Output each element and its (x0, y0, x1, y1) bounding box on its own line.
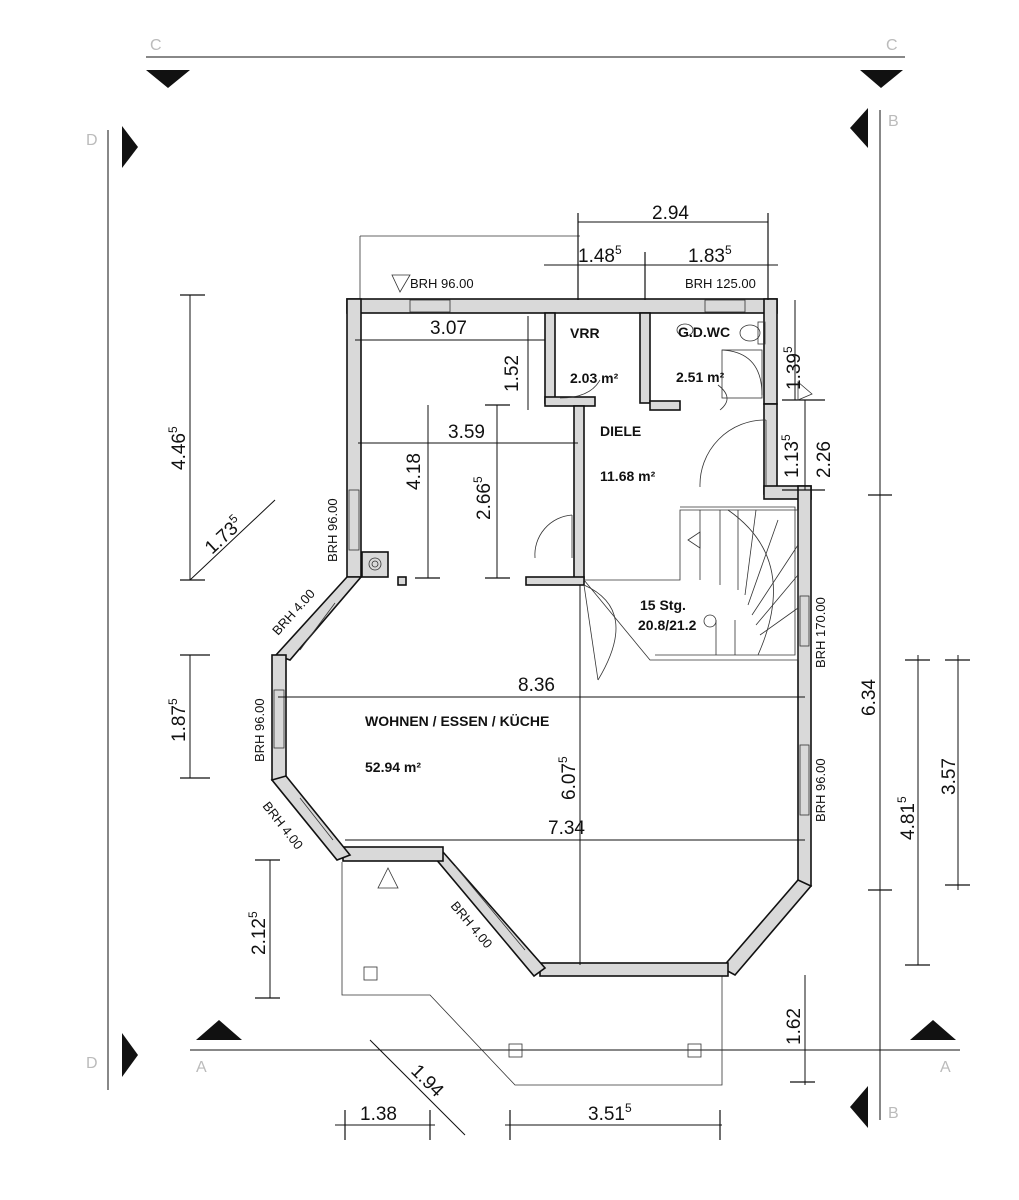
room-living-area: 52.94 m² (365, 759, 421, 775)
stair-ratio: 20.8/21.2 (638, 617, 697, 633)
section-c-left-arrow (146, 70, 190, 88)
dim-mid-607: 6.075 (556, 756, 580, 800)
doors (534, 321, 767, 681)
dim-left-173: 1.735 (199, 511, 248, 559)
brh-left-upper: BRH 96.00 (325, 498, 340, 562)
room-wc-name: G.D.WC (678, 324, 730, 340)
room-diele-area: 11.68 m² (600, 468, 656, 484)
dim-top-left-seg: 1.485 (578, 243, 622, 267)
section-c-label-right: C (886, 37, 898, 54)
dim-inner-152: 1.52 (502, 355, 523, 392)
section-markers: C C D D B B A A (86, 37, 960, 1128)
stair-step-count: 15 Stg. (640, 597, 686, 613)
dim-top-right-seg: 1.835 (688, 243, 732, 267)
staircase (583, 506, 799, 661)
section-a-label-right: A (940, 1059, 951, 1076)
dim-inner-418: 4.18 (404, 453, 425, 490)
room-diele-name: DIELE (600, 423, 641, 439)
windows (273, 299, 810, 951)
dim-right-357: 3.57 (939, 758, 960, 795)
dimension-lines (180, 213, 970, 1140)
section-d-label-bottom: D (86, 1055, 98, 1072)
dim-right-481: 4.815 (895, 796, 919, 840)
section-a-label-left: A (196, 1059, 207, 1076)
dim-left-446: 4.465 (166, 426, 190, 470)
brh-top-left: BRH 96.00 (410, 276, 474, 291)
dim-bot-351: 3.515 (588, 1101, 632, 1125)
section-b-bottom-arrow (850, 1086, 868, 1128)
section-c-label-left: C (150, 37, 162, 54)
room-living-name: WOHNEN / ESSEN / KÜCHE (365, 713, 549, 729)
walls (270, 298, 813, 978)
section-d-bottom-arrow (122, 1033, 138, 1077)
section-a-left-arrow (196, 1020, 242, 1040)
dim-left-187: 1.875 (166, 698, 190, 742)
section-b-label-bottom: B (888, 1105, 899, 1122)
room-vrr-name: VRR (570, 325, 600, 341)
dim-bot-194: 1.94 (406, 1061, 447, 1102)
dim-right-113: 1.135 (779, 434, 803, 478)
dim-right-634: 6.34 (859, 679, 880, 716)
room-labels: VRR 2.03 m² G.D.WC 2.51 m² DIELE 11.68 m… (365, 324, 730, 775)
brh-right-lower: BRH 96.00 (813, 758, 828, 822)
dim-inner-266: 2.665 (471, 476, 495, 520)
section-b-top-arrow (850, 108, 868, 148)
dim-wc-139: 1.395 (781, 346, 805, 390)
dim-inner-359: 3.59 (448, 422, 485, 443)
section-b-label-top: B (888, 113, 899, 130)
section-d-top-arrow (122, 126, 138, 168)
dim-mid-734: 7.34 (548, 818, 585, 839)
brh-top-right: BRH 125.00 (685, 276, 756, 291)
section-d-label-top: D (86, 132, 98, 149)
terrace-outline (341, 235, 723, 1086)
dim-right-226: 2.26 (814, 441, 835, 478)
chimney (361, 551, 389, 578)
dim-bot-138: 1.38 (360, 1104, 397, 1125)
section-a-right-arrow (910, 1020, 956, 1040)
dim-inner-307: 3.07 (430, 318, 467, 339)
dimension-texts: 2.94 1.485 1.835 3.07 1.52 3.59 4.18 2.6… (166, 203, 960, 1125)
brh-left-lower: BRH 96.00 (252, 698, 267, 762)
dim-mid-836: 8.36 (518, 675, 555, 696)
section-c-right-arrow (860, 70, 903, 88)
brh-right-upper: BRH 170.00 (813, 597, 828, 668)
dim-right-162: 1.62 (784, 1008, 805, 1045)
dim-left-212: 2.125 (246, 911, 270, 955)
room-vrr-area: 2.03 m² (570, 370, 619, 386)
room-wc-area: 2.51 m² (676, 369, 725, 385)
dim-top-total: 2.94 (652, 203, 689, 224)
